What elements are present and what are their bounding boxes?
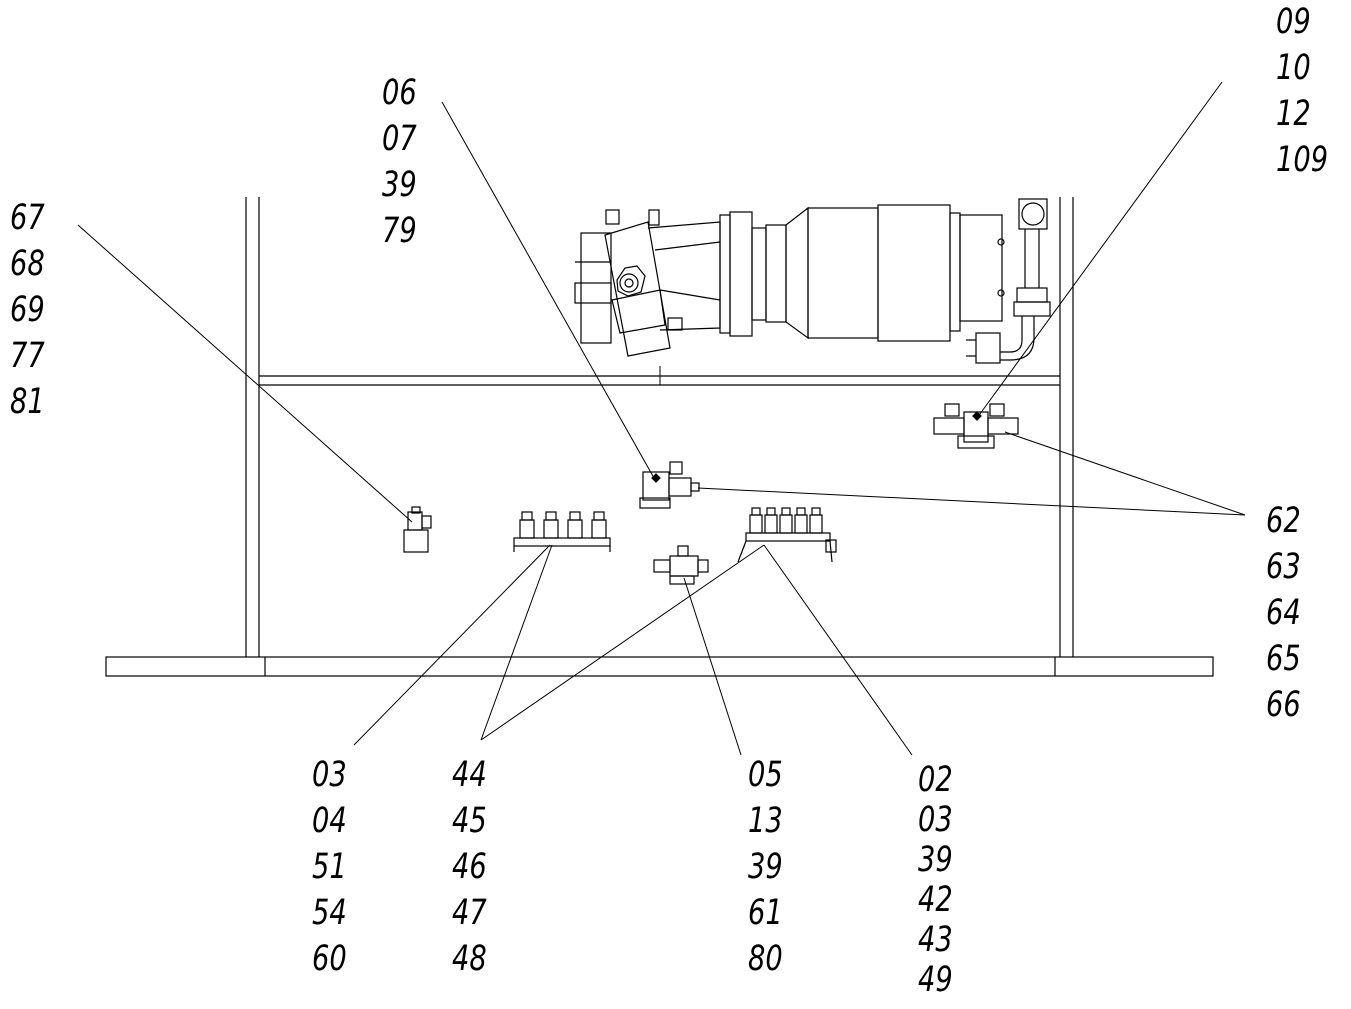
- directional-valve-right: [933, 403, 1019, 449]
- callout-number: 81: [10, 382, 45, 422]
- callout-valve-top-center: 06 07 39 79: [382, 70, 417, 254]
- callout-number: 39: [918, 840, 953, 880]
- valve-center-bottom: [653, 545, 709, 585]
- callout-number: 60: [312, 939, 347, 979]
- callout-number: 03: [312, 755, 347, 795]
- callout-number: 63: [1266, 547, 1301, 587]
- callout-number: 68: [10, 244, 45, 284]
- leader-lines: [77, 81, 1246, 756]
- callout-number: 54: [312, 893, 347, 933]
- callout-center-valve: 05 13 39 61 80: [748, 752, 783, 982]
- callout-right-group: 62 63 64 65 66: [1266, 498, 1301, 728]
- callout-number: 10: [1276, 48, 1311, 88]
- callout-number: 62: [1266, 501, 1301, 541]
- valve-left: [403, 506, 432, 553]
- callout-number: 66: [1266, 685, 1301, 725]
- callout-number: 77: [10, 336, 45, 376]
- callout-number: 79: [382, 211, 417, 251]
- callout-number: 64: [1266, 593, 1301, 633]
- callout-number: 67: [10, 198, 45, 238]
- callout-number: 80: [748, 939, 783, 979]
- valve-center-top: [639, 461, 700, 509]
- callout-number: 65: [1266, 639, 1301, 679]
- callout-number: 06: [382, 73, 417, 113]
- callout-number: 46: [452, 847, 487, 887]
- callout-number: 42: [918, 880, 953, 920]
- callout-number: 109: [1276, 140, 1329, 180]
- manifold-right: [737, 507, 837, 563]
- callout-number: 69: [10, 290, 45, 330]
- callout-number: 48: [452, 939, 487, 979]
- callout-number: 07: [382, 119, 417, 159]
- manifold-left: [513, 511, 611, 552]
- callout-number: 39: [748, 847, 783, 887]
- callout-number: 09: [1276, 2, 1311, 42]
- frame: [105, 197, 1214, 677]
- callout-number: 45: [452, 801, 487, 841]
- callout-number: 51: [312, 847, 347, 887]
- callout-number: 12: [1276, 94, 1311, 134]
- callout-number: 44: [452, 755, 487, 795]
- callout-manifold-shared: 44 45 46 47 48: [452, 752, 487, 982]
- callout-pump-motor-top-right: 09 10 12 109: [1276, 0, 1328, 183]
- pump-motor-assembly: [574, 198, 1051, 364]
- callout-number: 49: [918, 960, 953, 1000]
- callout-number: 02: [918, 760, 953, 800]
- callout-number: 05: [748, 755, 783, 795]
- callout-number: 39: [382, 165, 417, 205]
- callout-number: 04: [312, 801, 347, 841]
- callout-number: 03: [918, 800, 953, 840]
- callout-number: 47: [452, 893, 487, 933]
- callout-valve-left: 67 68 69 77 81: [10, 195, 45, 425]
- callout-number: 43: [918, 920, 953, 960]
- callout-number: 61: [748, 893, 783, 933]
- callout-manifold-left: 03 04 51 54 60: [312, 752, 347, 982]
- callout-number: 13: [748, 801, 783, 841]
- callout-manifold-right: 02 03 39 42 43 49: [918, 760, 953, 1000]
